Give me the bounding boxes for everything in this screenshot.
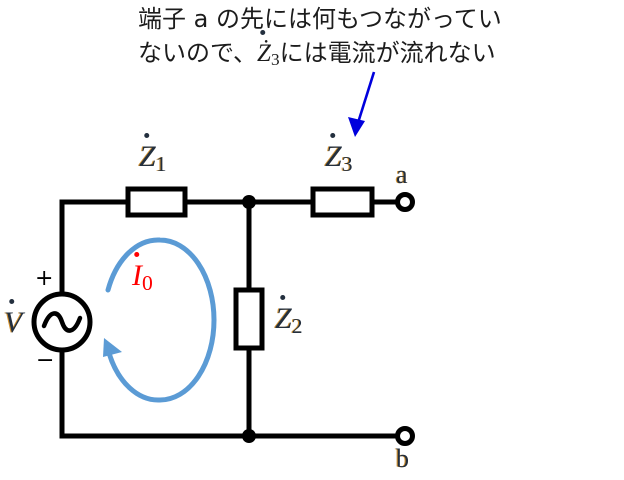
label-z1: Z1 [139,133,167,176]
terminal-a-circle [395,192,415,212]
label-z1-letter: Z [139,140,156,173]
annotation-line-1: 端子 a の先には何もつながってい [138,5,502,33]
label-z1-letter-wrap: Z [139,133,156,173]
label-v-letter: V [4,306,23,339]
annotation-z3-letter: Ż [257,40,271,67]
label-v-letter-wrap: V [4,299,23,339]
label-z2: Z2 [275,295,303,338]
dot-accent-icon [260,29,266,35]
label-z1-subscript: 1 [155,151,167,176]
label-v-source: V [4,299,23,339]
source-plus-sign: + [35,266,54,291]
annotation-z3-symbol: Ż [257,29,271,71]
label-i0-letter: I [132,259,142,292]
annotation-line-2-pre: ないので、 [138,39,258,67]
dot-accent-icon [143,133,149,138]
label-z3-letter: Z [325,140,342,173]
impedance-z3-box [310,186,375,218]
label-terminal-a: a [396,160,408,189]
annotation-text: 端子 a の先には何もつながってい ないので、Ż3には電流が流れない [138,2,618,77]
annotation-line-2-post: には電流が流れない [279,39,496,67]
dot-accent-icon [279,295,285,300]
ac-voltage-source [31,291,93,353]
sine-wave-icon [41,311,83,333]
label-z3: Z3 [325,133,353,176]
dot-accent-icon [134,252,140,257]
impedance-z2-box [233,287,265,351]
loop-current-arrow [103,237,217,403]
impedance-z1-box [125,186,188,218]
label-loop-current: I0 [132,252,153,295]
terminal-b-circle [395,426,415,446]
dot-accent-icon [329,133,335,138]
label-z2-letter: Z [275,302,292,335]
junction-dot-bottom [242,429,256,443]
label-i0-subscript: 0 [142,270,153,295]
label-z2-subscript: 2 [291,313,303,338]
label-z3-letter-wrap: Z [325,133,342,173]
dot-accent-icon [9,299,15,304]
annotation-line-2: ないので、Ż3には電流が流れない [138,29,618,77]
annotation-z3-subscript: 3 [270,49,280,69]
circuit-wires [59,199,401,439]
label-terminal-b: b [396,444,409,473]
label-z3-subscript: 3 [341,151,353,176]
label-i0-letter-wrap: I [132,252,142,292]
label-z2-letter-wrap: Z [275,295,292,335]
junction-dot-top [242,195,256,209]
source-minus-sign: − [36,348,55,373]
pointer-arrow-to-z3 [348,71,376,137]
